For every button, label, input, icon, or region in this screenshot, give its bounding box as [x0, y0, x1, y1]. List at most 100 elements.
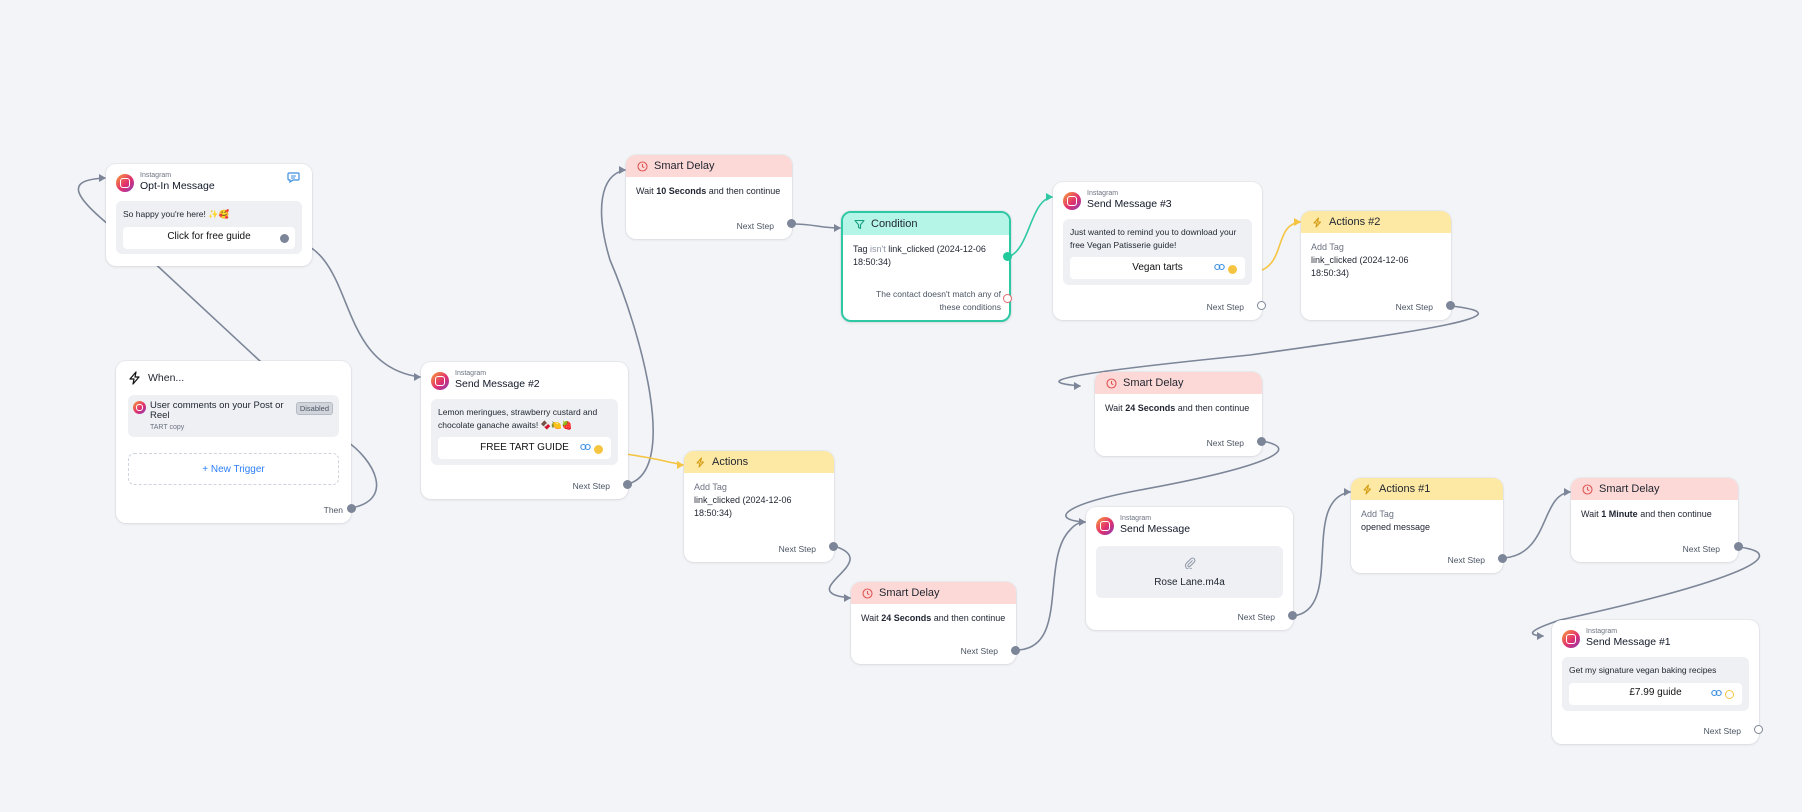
actions-header: Actions: [684, 451, 834, 473]
action-ring-icon: [1725, 690, 1734, 700]
send-message-node[interactable]: Instagram Send Message Rose Lane.m4a Nex…: [1086, 507, 1293, 630]
node-title: Send Message #1: [1586, 636, 1671, 648]
message-text: Lemon meringues, strawberry custard and …: [438, 407, 598, 430]
arrow-delay2: [844, 594, 851, 602]
free-tart-guide-button[interactable]: FREE TART GUIDE: [438, 437, 611, 459]
lightning-icon: [128, 371, 142, 385]
delay4-next-port[interactable]: [1734, 542, 1743, 551]
delay3-next-port[interactable]: [1257, 437, 1266, 446]
lightning-icon: [694, 456, 706, 468]
actions-1-node[interactable]: Actions #1 Add Tag opened message Next S…: [1351, 478, 1503, 573]
send-message-1-node[interactable]: Instagram Send Message #1 Get my signatu…: [1552, 620, 1759, 744]
guide-price-button[interactable]: £7.99 guide: [1569, 682, 1742, 705]
instagram-icon: [1562, 629, 1580, 648]
instagram-icon: [1096, 516, 1114, 535]
instagram-icon: [1063, 191, 1081, 210]
optin-message-node[interactable]: Instagram Opt-In Message So happy you're…: [106, 164, 312, 266]
next-step-label: Next Step: [1682, 544, 1720, 554]
node-title: Send Message: [1120, 523, 1191, 535]
send-message-3-node[interactable]: Instagram Send Message #3 Just wanted to…: [1053, 182, 1262, 320]
delay-header: Smart Delay: [851, 582, 1016, 604]
link-icon: [580, 443, 591, 456]
smart-delay-1-node[interactable]: Smart Delay Wait 10 Seconds and then con…: [626, 155, 792, 239]
node-title: Opt-In Message: [140, 180, 215, 192]
new-trigger-label: + New Trigger: [202, 463, 265, 475]
actions-header: Actions #1: [1351, 478, 1503, 500]
tag-value: opened message: [1361, 522, 1431, 532]
tag-value: link_clicked (2024-12-06 18:50:34): [694, 495, 792, 518]
condition-fallback: The contact doesn't match any of these c…: [876, 289, 1001, 312]
actions-2-node[interactable]: Actions #2 Add Tag link_clicked (2024-12…: [1301, 211, 1451, 320]
wire-delay1-to-condition: [791, 223, 841, 229]
arrow-actions1: [1344, 488, 1351, 496]
filter-icon: [853, 218, 865, 230]
condition-title: Condition: [871, 218, 918, 230]
delay1-next-port[interactable]: [787, 219, 796, 228]
delay-title: Smart Delay: [654, 160, 715, 172]
button-label: £7.99 guide: [1629, 687, 1682, 699]
arrow-actions: [677, 461, 684, 469]
condition-nomatch-port[interactable]: [1003, 294, 1012, 303]
arrow-msg: [1079, 518, 1086, 526]
optin-button-port[interactable]: [280, 234, 289, 243]
button-label: Click for free guide: [167, 231, 251, 243]
trigger-node[interactable]: When... User comments on your Post or Re…: [116, 361, 351, 523]
delay-title: Smart Delay: [879, 587, 940, 599]
smart-delay-2-node[interactable]: Smart Delay Wait 24 Seconds and then con…: [851, 582, 1016, 664]
next-step-label: Next Step: [960, 646, 998, 656]
file-name: Rose Lane.m4a: [1154, 577, 1225, 588]
audio-attachment[interactable]: Rose Lane.m4a: [1096, 546, 1283, 598]
trigger-sub: TART copy: [150, 424, 185, 431]
wire-condition-to-msg3: [1007, 196, 1053, 258]
trigger-item[interactable]: User comments on your Post or Reel TART …: [128, 395, 339, 437]
comment-icon[interactable]: [287, 171, 300, 189]
arrow-delay3: [1074, 382, 1081, 390]
actions-next-port[interactable]: [829, 542, 838, 551]
clock-icon: [636, 160, 648, 172]
platform-label: Instagram: [1087, 190, 1119, 197]
msg2-next-port[interactable]: [623, 480, 632, 489]
clock-icon: [1105, 377, 1117, 389]
delay2-next-port[interactable]: [1011, 646, 1020, 655]
msg3-next-port[interactable]: [1257, 301, 1266, 310]
actions2-next-port[interactable]: [1446, 301, 1455, 310]
arrow-delay1: [619, 166, 626, 174]
arrow-msg2: [414, 373, 421, 381]
arrow-delay4: [1564, 488, 1571, 496]
delay-text: Wait 24 Seconds and then continue: [861, 613, 1006, 623]
wire-delay2-to-msg: [1015, 521, 1086, 651]
smart-delay-4-node[interactable]: Smart Delay Wait 1 Minute and then conti…: [1571, 478, 1738, 562]
instagram-icon: [116, 173, 134, 192]
tag-value: link_clicked (2024-12-06 18:50:34): [1311, 255, 1409, 278]
action-dot-icon: [594, 444, 603, 454]
send-message-2-node[interactable]: Instagram Send Message #2 Lemon meringue…: [421, 362, 628, 499]
delay-text: Wait 24 Seconds and then continue: [1105, 403, 1250, 413]
add-tag-label: Add Tag: [1311, 242, 1344, 252]
actions1-next-port[interactable]: [1498, 554, 1507, 563]
delay-header: Smart Delay: [1571, 478, 1738, 500]
next-step-label: Next Step: [1395, 302, 1433, 312]
link-icon: [1711, 689, 1722, 702]
condition-match-port[interactable]: [1003, 252, 1012, 261]
free-guide-button[interactable]: Click for free guide: [123, 226, 295, 249]
platform-label: Instagram: [1586, 628, 1618, 635]
actions-node[interactable]: Actions Add Tag link_clicked (2024-12-06…: [684, 451, 834, 562]
arrow-condition: [834, 224, 841, 232]
condition-node[interactable]: Condition Tag isn't link_clicked (2024-1…: [841, 211, 1011, 322]
clock-icon: [861, 587, 873, 599]
msg-next-port[interactable]: [1288, 611, 1297, 620]
vegan-tarts-button[interactable]: Vegan tarts: [1070, 257, 1245, 279]
msg1-next-port[interactable]: [1754, 725, 1763, 734]
delay-header: Smart Delay: [626, 155, 792, 177]
paperclip-icon: [1184, 556, 1196, 574]
wire-msg-to-actions1: [1292, 491, 1351, 617]
trigger-then-port[interactable]: [347, 504, 356, 513]
platform-label: Instagram: [455, 370, 487, 377]
button-label: Vegan tarts: [1132, 261, 1183, 273]
smart-delay-3-node[interactable]: Smart Delay Wait 24 Seconds and then con…: [1095, 372, 1262, 456]
arrow-optin: [99, 174, 106, 182]
new-trigger-button[interactable]: + New Trigger: [128, 453, 339, 485]
next-step-label: Next Step: [1447, 555, 1485, 565]
condition-header: Condition: [843, 213, 1009, 235]
